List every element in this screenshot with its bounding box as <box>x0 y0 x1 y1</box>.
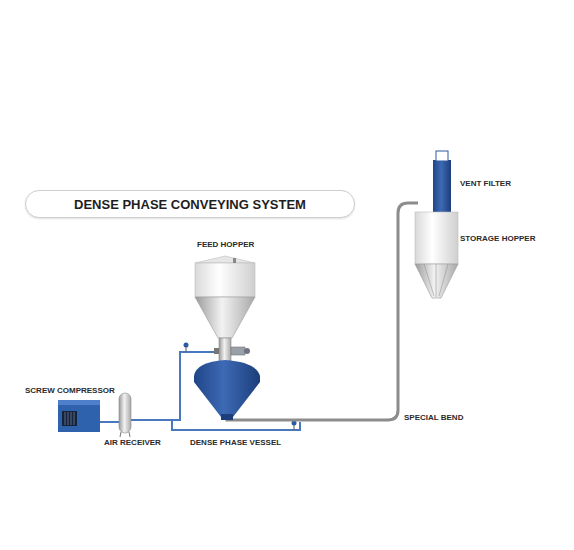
dense-phase-vessel <box>194 360 260 420</box>
title: DENSE PHASE CONVEYING SYSTEM <box>74 197 306 212</box>
part-label: AIR RECEIVER <box>104 439 161 448</box>
part-label: SCREW COMPRESSOR <box>25 387 115 396</box>
valve <box>214 338 250 362</box>
screw-compressor <box>58 400 100 432</box>
feed-hopper <box>195 256 255 338</box>
gauge <box>184 343 297 431</box>
storage-hopper <box>415 212 458 298</box>
part-label: VENT FILTER <box>460 180 511 189</box>
vent-filter <box>433 151 451 214</box>
title-box: DENSE PHASE CONVEYING SYSTEM <box>25 190 355 218</box>
part-label: SPECIAL BEND <box>404 414 463 423</box>
part-label: FEED HOPPER <box>197 241 254 250</box>
part-label: STORAGE HOPPER <box>460 235 535 244</box>
air-receiver <box>119 393 131 437</box>
part-label: DENSE PHASE VESSEL <box>190 439 281 448</box>
